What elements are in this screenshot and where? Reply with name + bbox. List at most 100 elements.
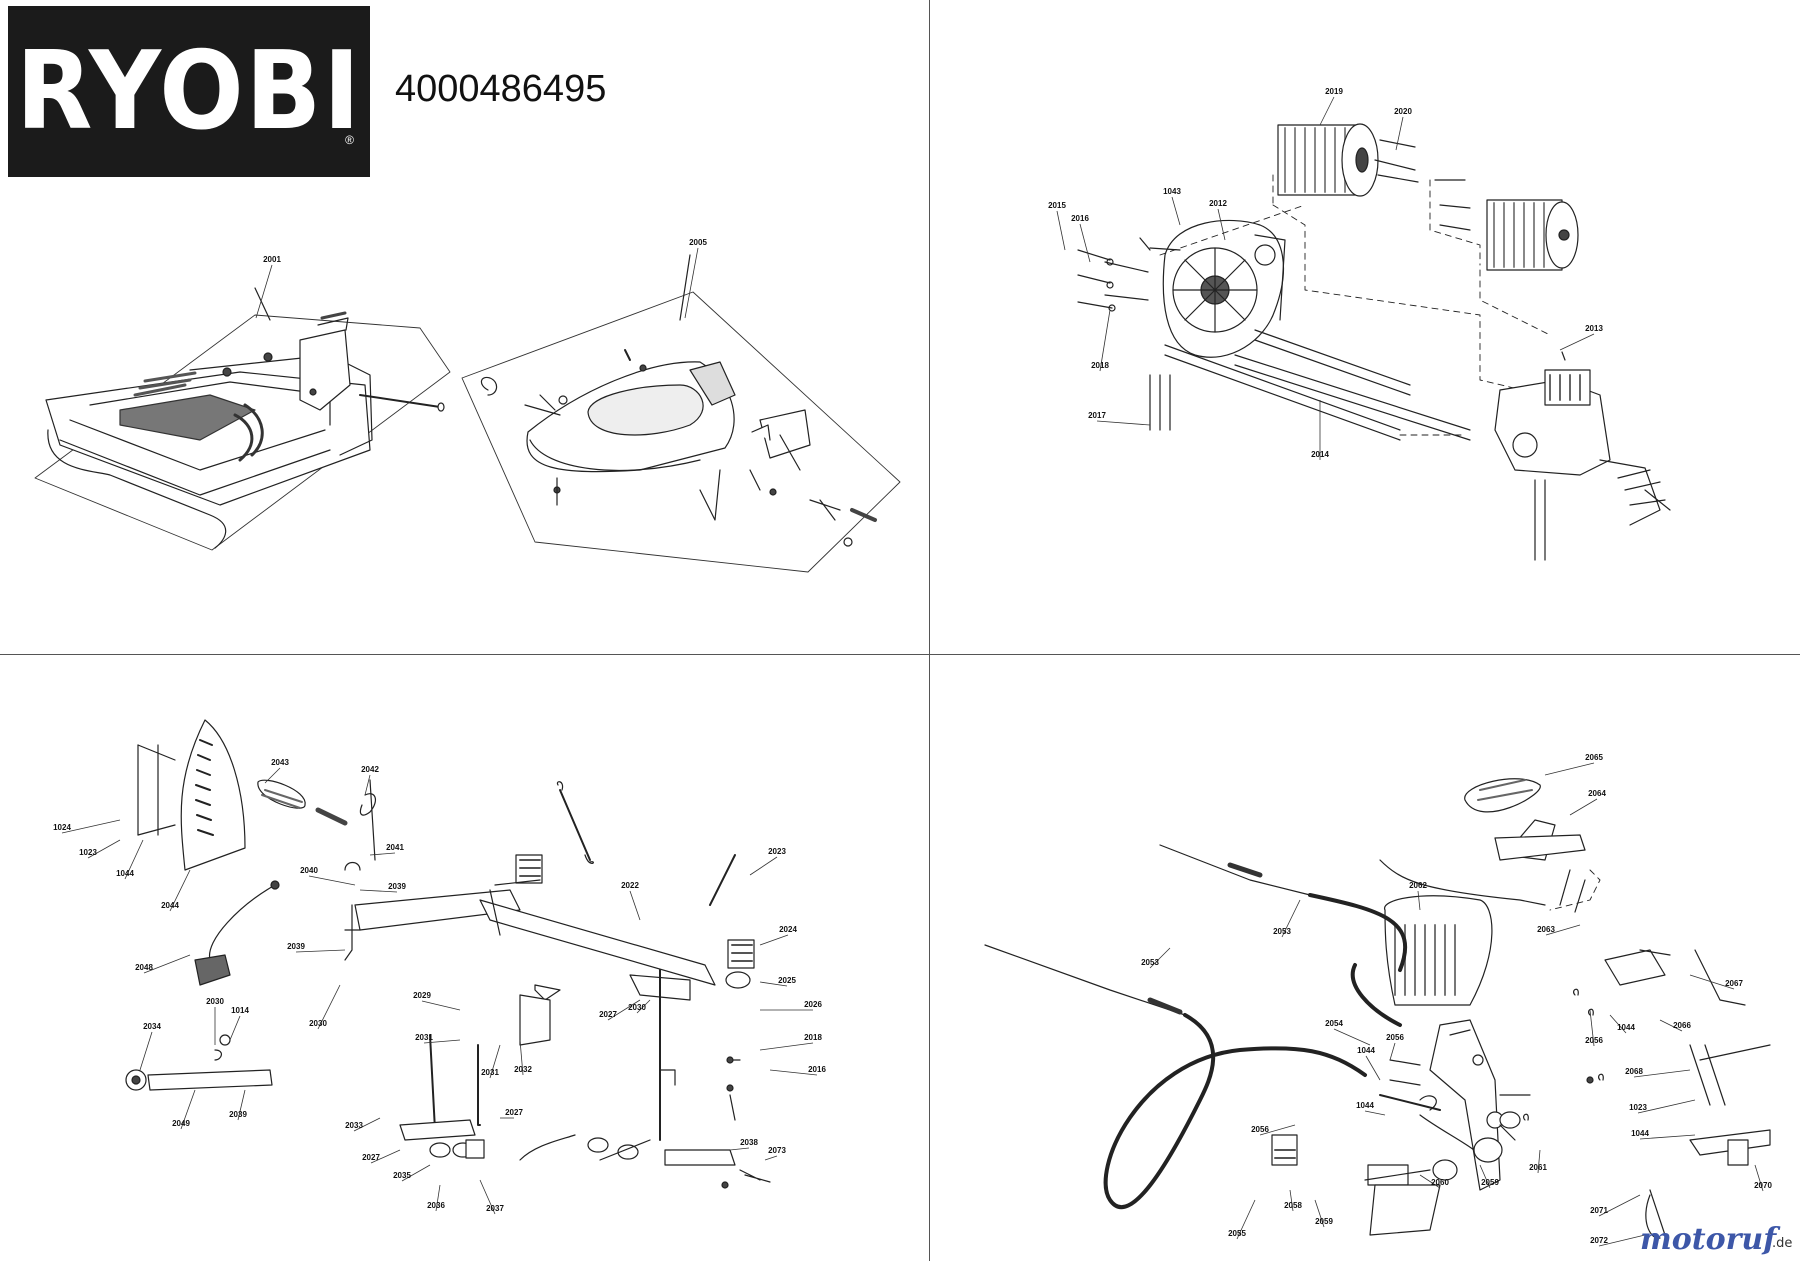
callout-leader-line (1598, 1234, 1646, 1247)
part-number-callouts: 2001200520192020104320122015201620182017… (53, 87, 1772, 1247)
callout-leader-line (87, 839, 121, 859)
part-number-label: 1044 (116, 869, 134, 878)
part-number-label: 2072 (1590, 1236, 1608, 1245)
part-number-label: 2001 (263, 255, 281, 264)
callout-leader-line (479, 1179, 496, 1215)
part-number-label: 2030 (309, 1019, 327, 1028)
part-number-label: 2041 (386, 843, 404, 852)
part-number-label: 2035 (393, 1171, 411, 1180)
part-number-label: 2066 (1673, 1021, 1691, 1030)
part-number-label: 2014 (1311, 450, 1329, 459)
callout-leader-line (401, 1164, 431, 1182)
part-number-label: 1044 (1631, 1129, 1649, 1138)
part-number-label: 2065 (1585, 753, 1603, 762)
callout-leader-line (1569, 798, 1598, 816)
part-number-label: 2068 (1625, 1067, 1643, 1076)
callout-leader-line (295, 949, 346, 953)
part-number-label: 2043 (271, 758, 289, 767)
watermark-brand: motoruf (1640, 1222, 1777, 1257)
part-number-label: 2020 (1394, 107, 1412, 116)
part-number-label: 2067 (1725, 979, 1743, 988)
callout-leader-line (629, 890, 641, 921)
part-number-label: 2034 (143, 1022, 161, 1031)
part-number-label: 2053 (1273, 927, 1291, 936)
part-number-label: 2012 (1209, 199, 1227, 208)
callout-leader-line (1314, 1199, 1325, 1228)
callout-leader-line (759, 1042, 814, 1051)
part-number-label: 2025 (778, 976, 796, 985)
part-number-label: 1014 (231, 1006, 249, 1015)
part-number-label: 2054 (1325, 1019, 1343, 1028)
part-number-label: 2058 (1284, 1201, 1302, 1210)
part-number-label: 2039 (388, 882, 406, 891)
callout-leader-line (1589, 1009, 1595, 1047)
part-number-label: 2036 (427, 1201, 445, 1210)
part-number-label: 2062 (1409, 881, 1427, 890)
vertical-divider (929, 0, 930, 1261)
callout-leader-line (359, 889, 398, 893)
callout-leader-line (1096, 420, 1151, 426)
part-number-label: 2019 (1325, 87, 1343, 96)
part-number-label: 2027 (599, 1010, 617, 1019)
part-number-label: 2039 (229, 1110, 247, 1119)
callout-leader-line (1637, 1099, 1696, 1114)
callout-leader-line (1419, 1174, 1441, 1189)
part-number-label: 2049 (172, 1119, 190, 1128)
part-number-label: 2031 (481, 1068, 499, 1077)
callout-leader-line (1289, 1189, 1294, 1212)
callout-leader-line (607, 999, 641, 1021)
part-number-label: 1023 (1629, 1103, 1647, 1112)
part-number-label: 2056 (1386, 1033, 1404, 1042)
callout-leader-line (749, 856, 778, 876)
horizontal-divider (0, 654, 1800, 655)
part-number-label: 1043 (1163, 187, 1181, 196)
part-number-label: 2033 (345, 1121, 363, 1130)
part-number-label: 2048 (135, 963, 153, 972)
callout-leader-line (1217, 208, 1226, 241)
callout-leader-line (143, 954, 191, 974)
callout-leader-line (684, 247, 699, 319)
part-number-label: 2030 (206, 997, 224, 1006)
part-number-label: 2017 (1088, 411, 1106, 420)
callout-leader-line (61, 819, 121, 834)
callout-leader-line (237, 1089, 246, 1121)
callout-leader-line (370, 1149, 401, 1164)
part-number-label: 2040 (300, 866, 318, 875)
callout-leader-line (1395, 116, 1404, 151)
part-number-label: 2032 (514, 1065, 532, 1074)
callout-leader-line (364, 774, 371, 796)
callout-leader-line (369, 852, 396, 856)
callout-leader-line (729, 1147, 750, 1151)
callout-leader-line (1559, 333, 1595, 351)
callout-leader-line (1236, 1199, 1256, 1240)
watermark-domain: .de (1772, 1236, 1793, 1251)
part-number-label: 2037 (486, 1204, 504, 1213)
part-number-label: 2073 (768, 1146, 786, 1155)
callout-leader-line (519, 1039, 524, 1076)
part-number-label: 2024 (779, 925, 797, 934)
part-number-label: 2059 (1481, 1178, 1499, 1187)
cover-assembly-drawing (461, 254, 901, 573)
callout-leader-line (1099, 309, 1111, 372)
brake-pedal-drawing (984, 778, 1771, 1239)
part-number-label: 1044 (1356, 1101, 1374, 1110)
callout-leader-line (1479, 1164, 1491, 1189)
part-number-label: 2015 (1048, 201, 1066, 210)
callout-leader-line (759, 981, 788, 987)
part-number-label: 2055 (1228, 1229, 1246, 1238)
callout-leader-line (229, 1015, 241, 1041)
part-number-label: 2029 (413, 991, 431, 1000)
part-number-label: 2027 (505, 1108, 523, 1117)
callout-leader-line (308, 875, 356, 886)
model-number: 4000486495 (395, 68, 607, 110)
pedal-linkage-drawing (125, 719, 771, 1189)
callout-leader-line (759, 934, 789, 946)
part-number-label: 2030 (628, 1003, 646, 1012)
part-number-label: 1044 (1357, 1046, 1375, 1055)
part-number-label: 2027 (362, 1153, 380, 1162)
callout-leader-line (1259, 1124, 1296, 1136)
callout-leader-line (423, 1039, 461, 1044)
callout-leader-line (1319, 96, 1335, 126)
part-number-label: 2056 (1585, 1036, 1603, 1045)
part-number-label: 2018 (804, 1033, 822, 1042)
